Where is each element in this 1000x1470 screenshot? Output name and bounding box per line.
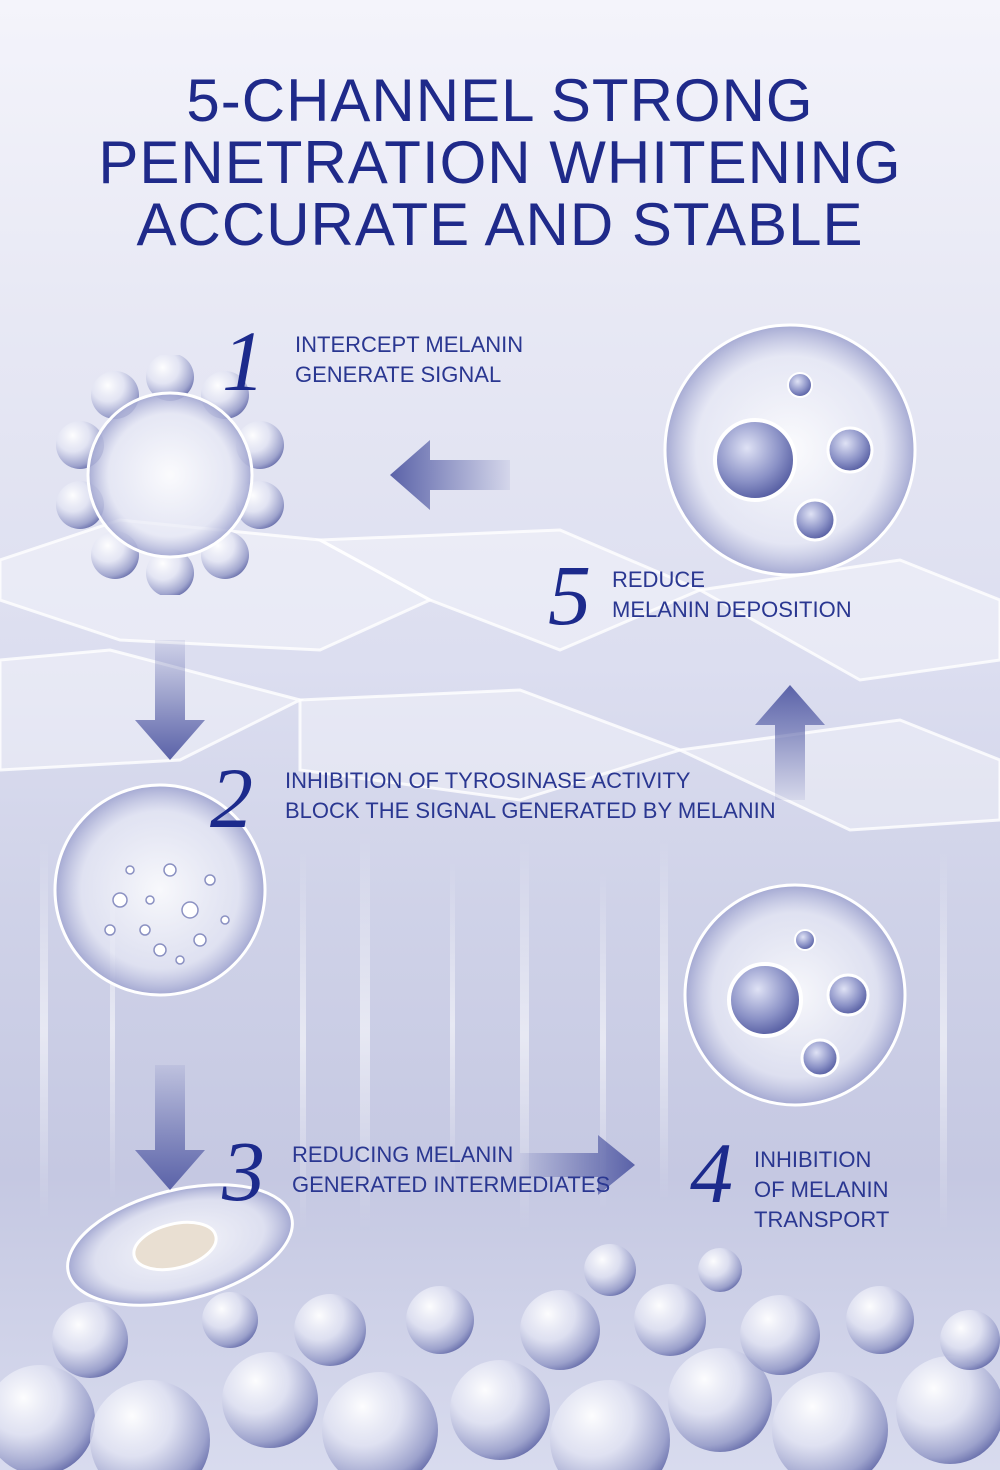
step-3-number: 3 bbox=[222, 1123, 265, 1219]
step-2-label: INHIBITION OF TYROSINASE ACTIVITY BLOCK … bbox=[285, 766, 776, 826]
arrow-down-icon bbox=[135, 640, 205, 760]
step-3-label: REDUCING MELANIN GENERATED INTERMEDIATES bbox=[292, 1140, 610, 1200]
page-title: 5-CHANNEL STRONG PENETRATION WHITENING A… bbox=[0, 70, 1000, 256]
step-4-label-line-3: TRANSPORT bbox=[754, 1207, 890, 1232]
step-4-label-line-2: OF MELANIN bbox=[754, 1177, 889, 1202]
melanin-sphere-illustration-bottom bbox=[683, 883, 907, 1107]
cell-cluster-illustration bbox=[56, 355, 284, 595]
step-5-label: REDUCE MELANIN DEPOSITION bbox=[612, 565, 852, 625]
step-3-label-line-1: REDUCING MELANIN bbox=[292, 1142, 514, 1167]
step-5-label-line-1: REDUCE bbox=[612, 567, 705, 592]
step-1-label: INTERCEPT MELANIN GENERATE SIGNAL bbox=[295, 330, 523, 390]
step-5-number: 5 bbox=[548, 547, 591, 643]
step-5-label-line-2: MELANIN DEPOSITION bbox=[612, 597, 852, 622]
arrow-down-icon-2 bbox=[135, 1065, 205, 1190]
step-2-label-line-2: BLOCK THE SIGNAL GENERATED BY MELANIN bbox=[285, 798, 776, 823]
step-1-label-line-2: GENERATE SIGNAL bbox=[295, 362, 502, 387]
title-line-3: ACCURATE AND STABLE bbox=[136, 191, 864, 258]
bubble-sphere-illustration bbox=[53, 783, 267, 997]
step-4-number: 4 bbox=[690, 1125, 733, 1221]
step-2-number: 2 bbox=[210, 750, 253, 846]
step-3-label-line-2: GENERATED INTERMEDIATES bbox=[292, 1172, 611, 1197]
arrow-up-icon bbox=[755, 685, 825, 800]
step-4-label: INHIBITION OF MELANIN TRANSPORT bbox=[754, 1145, 889, 1235]
step-1-number: 1 bbox=[222, 313, 265, 409]
title-line-2: PENETRATION WHITENING bbox=[98, 129, 902, 196]
step-2-label-line-1: INHIBITION OF TYROSINASE ACTIVITY bbox=[285, 768, 691, 793]
disc-cell-illustration bbox=[66, 1183, 294, 1307]
arrow-left-icon bbox=[390, 440, 510, 510]
title-line-1: 5-CHANNEL STRONG bbox=[186, 67, 814, 134]
arrow-right-icon bbox=[520, 1135, 635, 1195]
melanin-sphere-illustration-top bbox=[663, 323, 917, 577]
step-1-label-line-1: INTERCEPT MELANIN bbox=[295, 332, 524, 357]
step-4-label-line-1: INHIBITION bbox=[754, 1147, 872, 1172]
